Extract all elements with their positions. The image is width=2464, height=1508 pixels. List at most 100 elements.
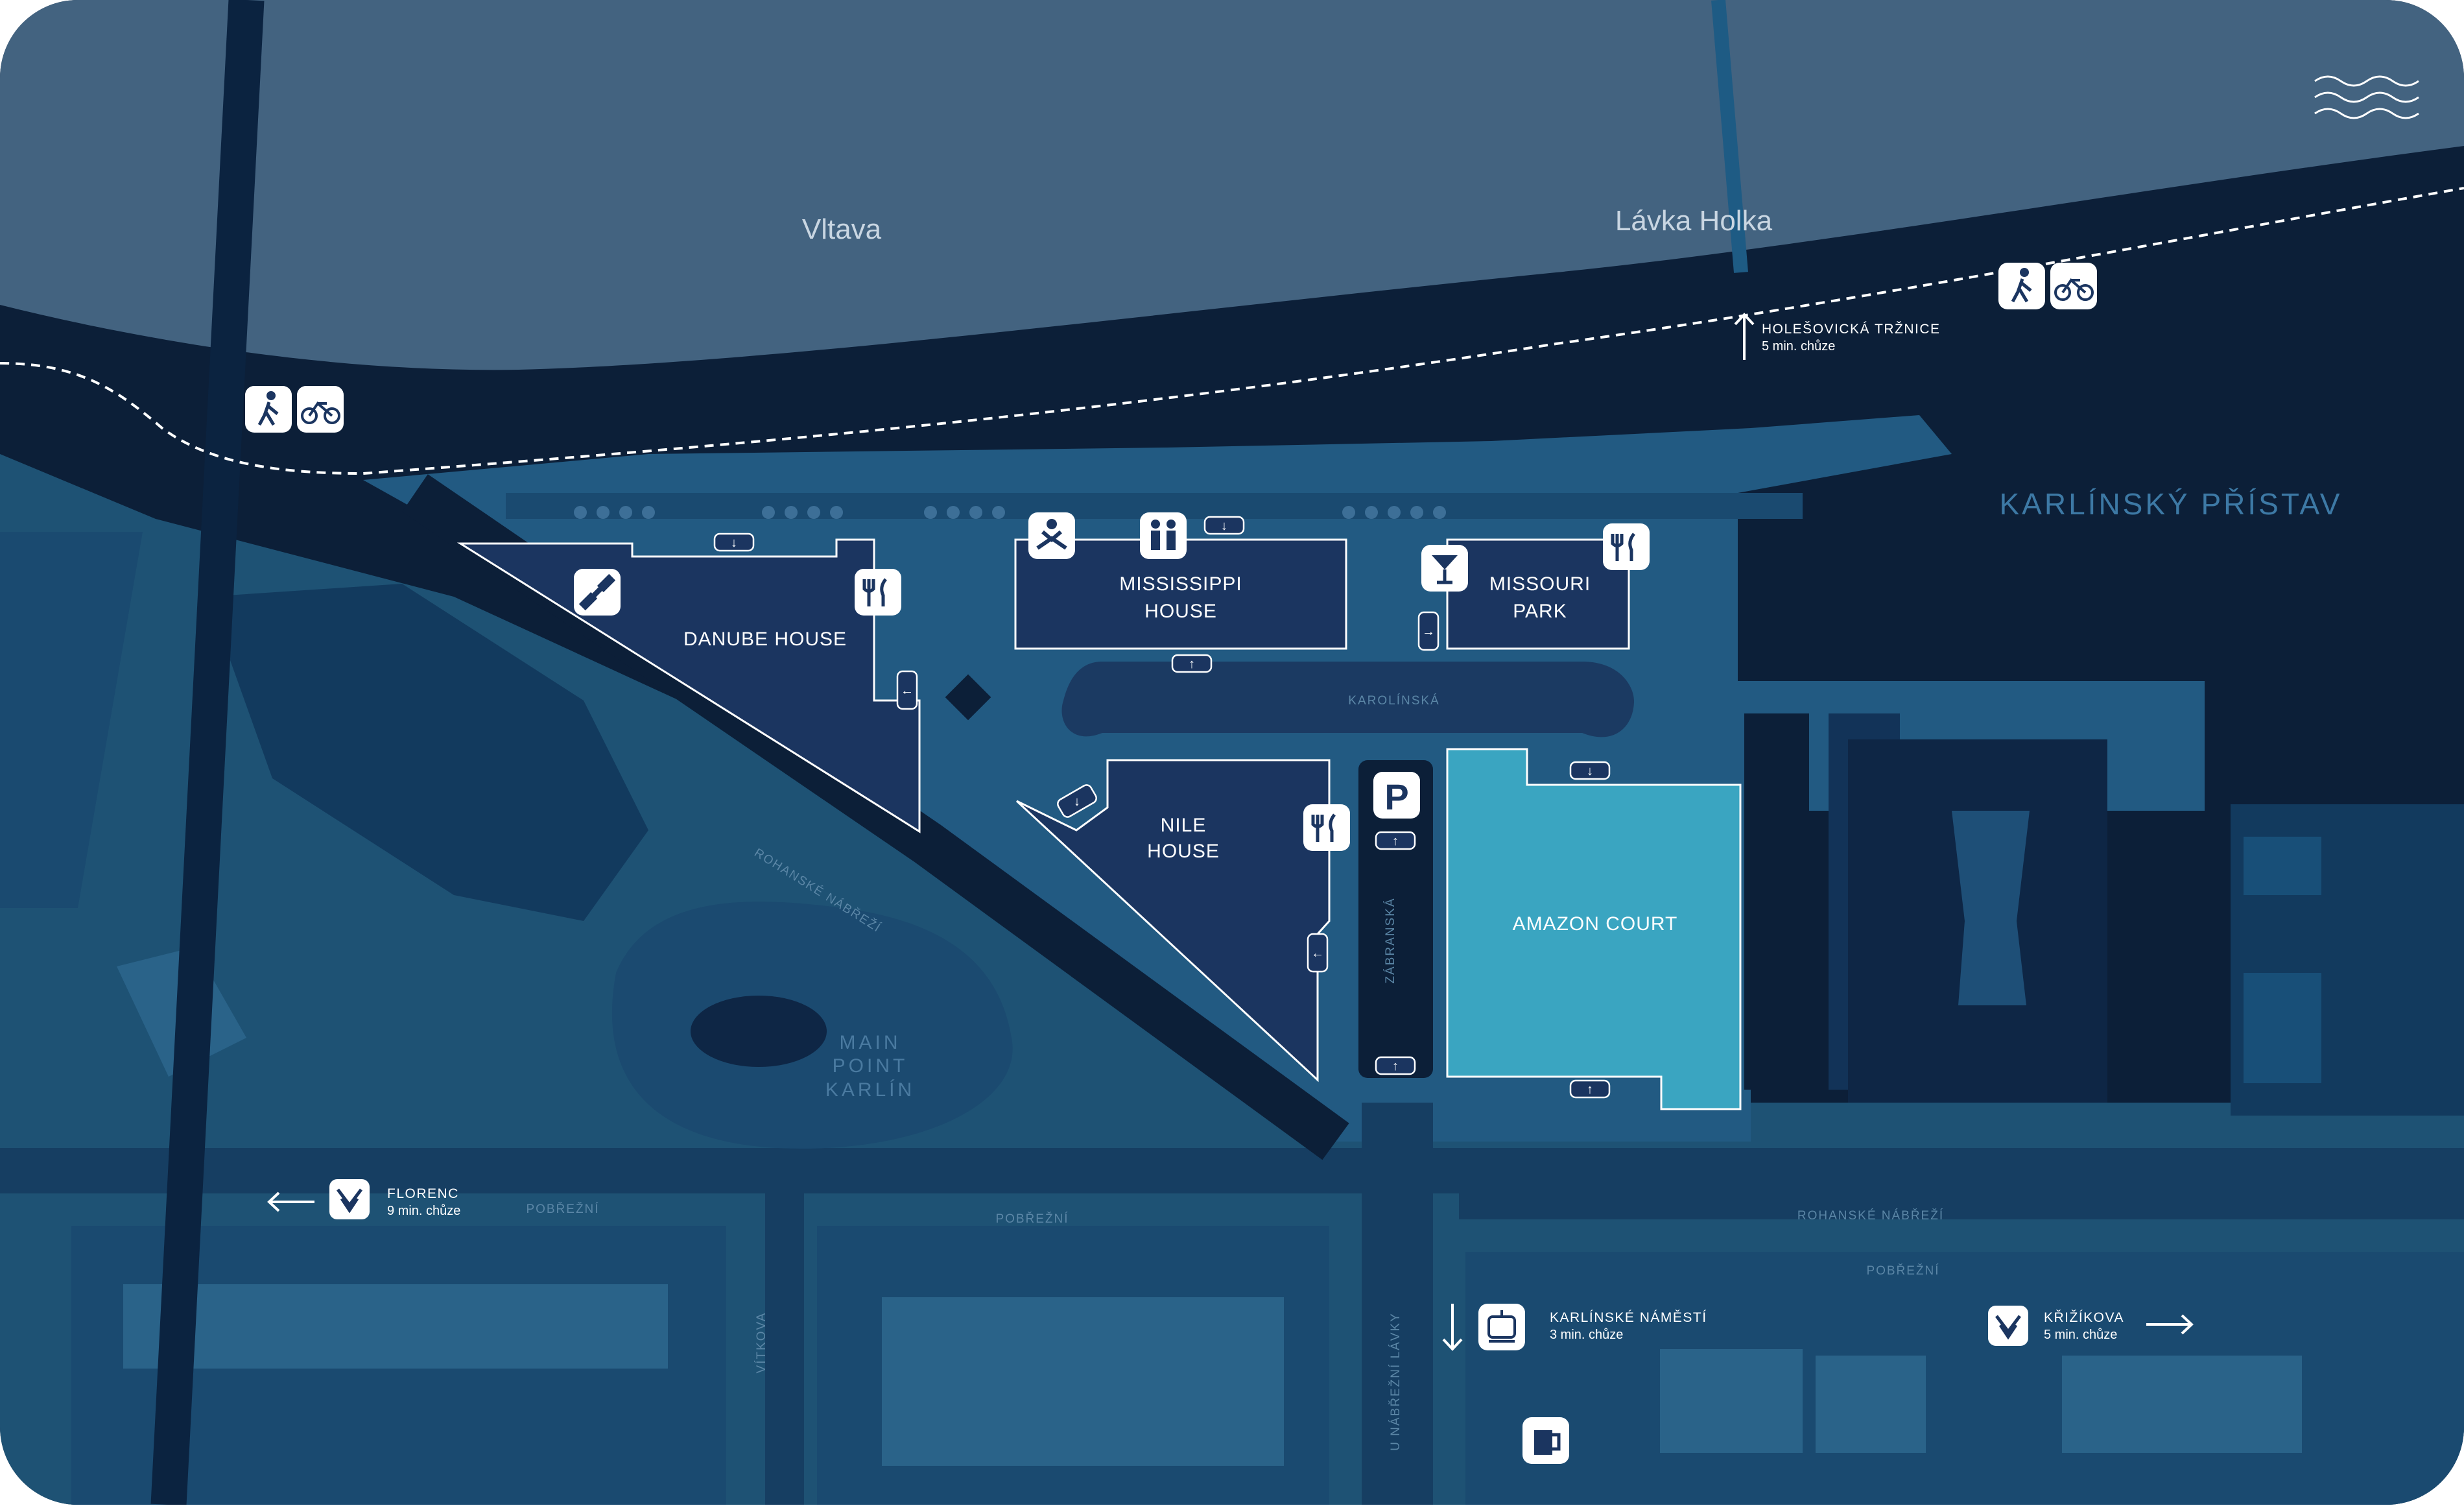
- cocktail-icon[interactable]: [1421, 545, 1468, 592]
- entrance-danube-east: [896, 670, 918, 710]
- arrow-down-karlinske: [1442, 1304, 1463, 1351]
- entrance-parking-north: [1375, 831, 1416, 850]
- arrow-up-holesovicka: [1734, 313, 1755, 360]
- building-missouri-park[interactable]: MISSOURI PARK: [1446, 538, 1630, 650]
- entrance-mississippi-south: [1171, 654, 1213, 673]
- entrance-markers: [713, 516, 1611, 1099]
- destination-karlinske-namesti: KARLÍNSKÉ NÁMĚSTÍ 3 min. chůze: [1550, 1310, 1707, 1342]
- bollards: [574, 506, 1446, 519]
- destination-holesovicka: HOLEŠOVICKÁ TRŽNICE 5 min. chůze: [1762, 322, 1941, 353]
- bike-icon-west[interactable]: [297, 386, 344, 433]
- building-danube-house[interactable]: DANUBE HOUSE: [456, 538, 921, 833]
- restaurant-icon-missouri[interactable]: [1603, 523, 1650, 570]
- destination-holesovicka-time: 5 min. chůze: [1762, 339, 1835, 353]
- svg-text:↑: ↑: [1587, 1083, 1593, 1097]
- street-karolinska: KAROLÍNSKÁ: [1348, 694, 1439, 708]
- west-edge-block: [0, 532, 143, 908]
- fitness-icon[interactable]: [574, 569, 621, 616]
- entrance-amazon-north: [1569, 761, 1611, 780]
- amazon-court-label: AMAZON COURT: [1513, 913, 1678, 935]
- road-u-nabrezni-lavky: [1362, 1103, 1433, 1505]
- destination-holesovicka-name: HOLEŠOVICKÁ TRŽNICE: [1762, 322, 1941, 337]
- harbor-block-1: [1744, 713, 1809, 1090]
- nile-house-label-2: HOUSE: [1147, 841, 1220, 862]
- destination-florenc-name: FLORENC: [387, 1186, 459, 1201]
- family-icon[interactable]: [1140, 512, 1187, 559]
- entrance-mississippi-north: [1203, 516, 1245, 535]
- metro-icon-florenc[interactable]: [329, 1179, 370, 1219]
- svg-text:↓: ↓: [731, 536, 737, 550]
- pub-icon[interactable]: [1522, 1417, 1569, 1464]
- svg-text:↓: ↓: [1587, 764, 1593, 778]
- landmark-label-3: KARLÍN: [825, 1079, 915, 1101]
- tram-icon[interactable]: [1478, 1304, 1525, 1350]
- destination-florenc-time: 9 min. chůze: [387, 1204, 460, 1218]
- river-vltava: [0, 0, 2464, 370]
- street-u-nabrezni-lavky: U NÁBŘEŽNÍ LÁVKY: [1388, 1312, 1403, 1451]
- south-building-3: [1660, 1349, 1803, 1453]
- metro-icon-krizikova[interactable]: [1988, 1306, 2028, 1346]
- landmark-label-2: POINT: [833, 1055, 908, 1077]
- arrow-right-krizikova: [2146, 1314, 2194, 1335]
- river-label: Vltava: [802, 213, 882, 245]
- destination-karlinske-time: 3 min. chůze: [1550, 1328, 1623, 1342]
- plaza-sculpture: [945, 674, 991, 721]
- road-rohanske: [1459, 1180, 2464, 1219]
- danube-house-label: DANUBE HOUSE: [683, 628, 847, 650]
- entrance-nile-east: [1307, 933, 1329, 973]
- building-amazon-court[interactable]: AMAZON COURT: [1446, 748, 1742, 1110]
- arrow-left-florenc: [267, 1191, 314, 1212]
- footbridge-lavka-holka: [1711, 0, 1748, 273]
- road-vitkova: [765, 1167, 804, 1505]
- bike-icon-east[interactable]: [2050, 263, 2097, 309]
- river-promenade-path: [0, 187, 2464, 475]
- entrance-danube-north: [713, 533, 755, 552]
- entrance-parking-south: [1375, 1056, 1416, 1075]
- south-building-1: [123, 1284, 668, 1369]
- missouri-park-label-2: PARK: [1513, 601, 1567, 622]
- walk-icon-west[interactable]: [245, 386, 292, 433]
- svg-text:↓: ↓: [1074, 795, 1080, 809]
- restaurant-icon-nile[interactable]: [1303, 804, 1350, 851]
- south-building-4: [1816, 1356, 1926, 1453]
- svg-text:←: ←: [901, 684, 914, 698]
- entrance-amazon-south: [1569, 1079, 1611, 1099]
- street-zabranska: ZÁBRANSKÁ: [1384, 897, 1397, 983]
- building-nile-house[interactable]: NILE HOUSE: [1015, 759, 1331, 1083]
- walk-icon-east[interactable]: [1998, 263, 2045, 309]
- mississippi-house-label-1: MISSISSIPPI: [1119, 573, 1242, 595]
- parking-letter: P: [1384, 776, 1408, 817]
- nile-house-label-1: NILE: [1161, 815, 1207, 836]
- restaurant-icon-danube[interactable]: [855, 569, 901, 616]
- waves-icon: [2314, 75, 2419, 119]
- west-block: [207, 584, 648, 921]
- street-pobrezni-east: POBŘEŽNÍ: [1866, 1263, 1939, 1278]
- karolinska-loop: [1061, 662, 1634, 737]
- entrance-nile-northwest: [1057, 784, 1097, 818]
- destination-krizikova-time: 5 min. chůze: [2044, 1328, 2117, 1342]
- street-vitkova: VÍTKOVA: [755, 1312, 768, 1374]
- south-building-5: [2062, 1356, 2302, 1453]
- entrance-missouri-west: [1417, 611, 1439, 651]
- svg-text:→: →: [1422, 625, 1435, 639]
- entrance-arrows: ↓↓↑ ←→↓ ←↓↑ ↑↑: [731, 519, 1593, 1097]
- street-pobrezni-west: POBŘEŽNÍ: [526, 1202, 599, 1216]
- direction-arrows: [267, 313, 2194, 1351]
- destination-florenc: FLORENC 9 min. chůze: [387, 1186, 460, 1218]
- street-rohanske-nabrezi: ROHANSKÉ NÁBŘEŽÍ: [1797, 1208, 1944, 1223]
- east-block-detail-1: [2244, 837, 2321, 895]
- svg-text:↑: ↑: [1392, 834, 1399, 848]
- main-point-karlin-pond: [691, 996, 827, 1067]
- parking-icon[interactable]: P: [1373, 772, 1420, 819]
- yoga-icon[interactable]: [1028, 512, 1075, 559]
- missouri-park-label-1: MISSOURI: [1489, 573, 1591, 595]
- railway-line: [150, 0, 265, 1505]
- svg-text:←: ←: [1311, 946, 1324, 961]
- street-pobrezni-center: POBŘEŽNÍ: [995, 1212, 1069, 1226]
- destination-krizikova: KŘIŽÍKOVA 5 min. chůze: [2044, 1310, 2123, 1342]
- east-block-detail-2: [2244, 973, 2321, 1083]
- landmark-label-1: MAIN: [840, 1032, 901, 1053]
- harbor-atrium: [1952, 811, 2030, 1005]
- destination-karlinske-name: KARLÍNSKÉ NÁMĚSTÍ: [1550, 1310, 1707, 1325]
